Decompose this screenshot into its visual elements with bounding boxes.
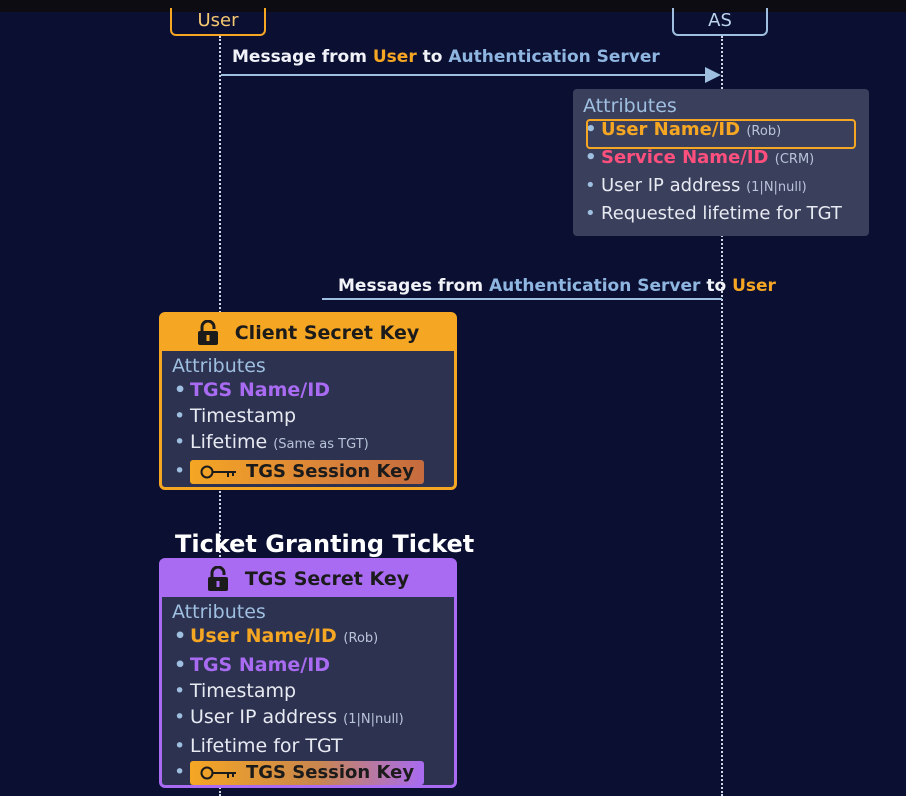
attribute-user-ip: User IP address (1|N|null) <box>583 173 859 201</box>
message-from: Authentication Server <box>488 276 701 296</box>
top-bar <box>0 0 906 12</box>
message-arrowhead <box>705 67 721 83</box>
message-from: User <box>372 47 417 67</box>
client-key-title: Client Secret Key <box>234 322 420 344</box>
attributes-title: Attributes <box>172 355 266 377</box>
actor-user: User <box>170 8 266 36</box>
ticket-granting-ticket-title: Ticket Granting Ticket <box>175 530 475 558</box>
key-icon <box>200 766 236 779</box>
attribute-user-ip: User IP address (1|N|null) <box>172 704 444 733</box>
attribute-tgs-name: TGS Name/ID <box>172 652 444 678</box>
tgs-session-key-badge: TGS Session Key <box>190 760 425 785</box>
attribute-user-name: User Name/ID (Rob) <box>172 623 444 652</box>
lock-icon <box>207 566 228 591</box>
message-prefix: Message from <box>232 47 373 67</box>
message-user-to-as: Message from User to Authentication Serv… <box>232 47 660 67</box>
attribute-service-name: Service Name/ID (CRM) <box>583 145 859 173</box>
message-mid: to <box>700 276 733 296</box>
attribute-lifetime: Lifetime (Same as TGT) <box>172 429 444 458</box>
tgs-key-title: TGS Secret Key <box>244 568 410 590</box>
attributes-title: Attributes <box>172 601 266 623</box>
attribute-session-key: TGS Session Key <box>172 458 444 484</box>
attribute-timestamp: Timestamp <box>172 678 444 704</box>
attribute-user-name: User Name/ID (Rob) <box>583 117 859 145</box>
actor-as: AS <box>672 8 768 36</box>
attribute-session-key: TGS Session Key <box>172 759 444 785</box>
tgs-key-header: TGS Secret Key <box>162 561 454 597</box>
message-arrow-line <box>221 74 707 76</box>
client-secret-key-box: Client Secret Key Attributes TGS Name/ID… <box>159 312 457 490</box>
as-attributes-panel: Attributes User Name/ID (Rob) Service Na… <box>573 89 869 236</box>
tgs-session-key-badge: TGS Session Key <box>190 459 425 484</box>
message-mid: to <box>416 47 449 67</box>
message-prefix: Messages from <box>338 276 489 296</box>
message-as-to-user: Messages from Authentication Server to U… <box>338 276 776 296</box>
return-message-line <box>322 298 722 300</box>
lock-icon <box>197 320 218 345</box>
attribute-tgs-name: TGS Name/ID <box>172 377 444 403</box>
key-icon <box>200 465 236 478</box>
attribute-timestamp: Timestamp <box>172 403 444 429</box>
message-to: Authentication Server <box>448 47 660 67</box>
message-to: User <box>732 276 776 296</box>
as-lifeline <box>721 36 723 796</box>
attribute-requested-lifetime: Requested lifetime for TGT <box>583 201 859 227</box>
attributes-title: Attributes <box>583 95 677 117</box>
tgs-secret-key-box: TGS Secret Key Attributes User Name/ID (… <box>159 558 457 788</box>
client-key-header: Client Secret Key <box>162 315 454 351</box>
attribute-lifetime: Lifetime for TGT <box>172 733 444 759</box>
user-name-highlight <box>586 119 856 149</box>
